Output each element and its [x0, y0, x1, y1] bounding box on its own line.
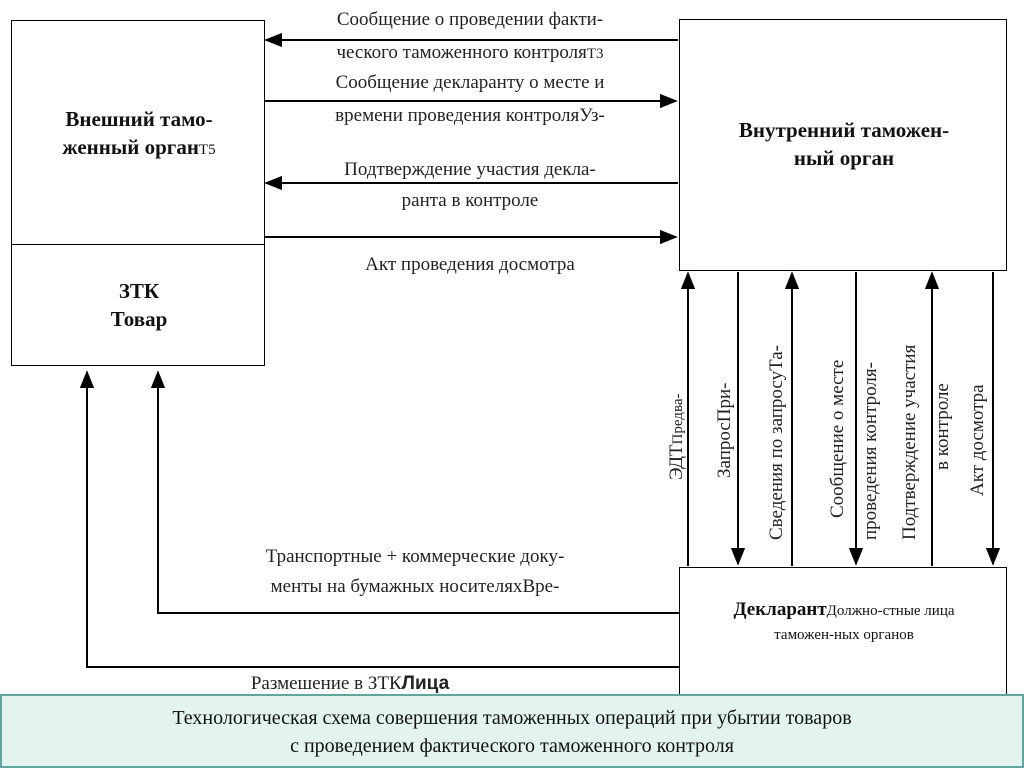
label-msg-inspection-l1: Сообщение о проведении факти-	[336, 9, 604, 30]
label-msg-inspection-2: ческого таможенного контроляТ3	[270, 41, 670, 66]
label-msg-declarant-2: времени проведения контроляУз-	[270, 104, 670, 128]
label-placement: Размешение в ЗТКЛица	[190, 672, 510, 696]
label-msg-declarant: Сообщение декларанту о месте и	[270, 71, 670, 95]
label-act: Акт проведения досмотра	[270, 253, 670, 277]
label-transport-2: менты на бумажных носителяхВре-	[190, 575, 640, 599]
vlabel-act-main: Акт досмотра	[967, 384, 988, 496]
label-placement-l1: Размешение в ЗТК	[250, 673, 402, 694]
vlabel-request-main: Запрос	[714, 422, 735, 478]
arrow-placement	[79, 370, 679, 668]
label-act-l1: Акт проведения досмотра	[365, 254, 575, 275]
label-transport-l2: менты на бумажных носителях	[270, 576, 523, 597]
vlabel-info-tail: Та-	[766, 345, 787, 371]
vlabel-info-main: Сведения по запросу	[766, 370, 787, 540]
declarant-subtitle-line2: таможен-ных органов	[774, 627, 914, 643]
diagram-caption: Технологическая схема совершения таможен…	[0, 694, 1024, 768]
label-placement-tail: Лица	[401, 673, 450, 694]
ztk-title-line1: ЗТК	[118, 279, 160, 303]
arrow-transport-docs	[150, 370, 679, 614]
external-title-line2: женный орган	[62, 135, 199, 159]
external-title-line1: Внешний тамо-	[65, 107, 213, 131]
label-confirm-l2: ранта в контроле	[401, 190, 539, 211]
label-confirm: Подтверждение участия декла-	[270, 158, 670, 182]
label-msg-declarant-l2: времени проведения контроля	[335, 105, 580, 126]
ztk-title: ЗТК Товар	[12, 277, 266, 333]
caption-line2: с проведением фактического таможенного к…	[290, 735, 734, 757]
vlabel-msg-place-2: проведения контроля-	[860, 362, 882, 540]
caption-line1: Технологическая схема совершения таможен…	[172, 707, 852, 729]
label-transport-tail: Вре-	[522, 576, 560, 597]
label-confirm-l1: Подтверждение участия декла-	[344, 159, 596, 180]
vlabel-info: Сведения по запросуТа-	[766, 345, 788, 540]
vlabel-confirm-l2: в контроле	[932, 383, 953, 470]
declarant-title: Декларант	[733, 599, 827, 620]
vlabel-request-tail: При-	[714, 382, 735, 423]
vlabel-edt-main: ЭДТ	[666, 444, 687, 480]
external-title-tail: Т5	[198, 142, 216, 158]
vlabel-msg-place-1: Сообщение о месте	[827, 360, 849, 518]
declarant-subtitle-line1: Должно-стные лица	[826, 603, 955, 619]
label-transport: Транспортные + коммерческие доку-	[190, 545, 640, 569]
vlabel-msg-place-l2: проведения контроля-	[860, 362, 881, 540]
internal-title-line2: ный орган	[793, 146, 895, 170]
ztk-title-line2: Товар	[110, 307, 168, 331]
label-msg-inspection-l2: ческого таможенного контроля	[336, 42, 587, 63]
internal-customs-box: Внутренний таможен- ный орган	[679, 19, 1007, 271]
vlabel-edt: ЭДТПредва-	[666, 394, 689, 480]
vlabel-confirm-2: в контроле	[932, 383, 954, 470]
label-msg-inspection: Сообщение о проведении факти-	[270, 8, 670, 32]
vlabel-confirm-l1: Подтверждение участия	[899, 344, 920, 540]
label-transport-l1: Транспортные + коммерческие доку-	[265, 546, 565, 567]
label-msg-declarant-l1: Сообщение декларанту о месте и	[335, 72, 605, 93]
vlabel-confirm-1: Подтверждение участия	[899, 345, 921, 540]
internal-title-line1: Внутренний таможен-	[738, 118, 950, 142]
vlabel-act: Акт досмотра	[967, 384, 989, 496]
label-msg-declarant-tail: Уз-	[579, 105, 605, 126]
ztk-box: ЗТК Товар	[11, 244, 265, 366]
internal-customs-title: Внутренний таможен- ный орган	[680, 116, 1008, 172]
vlabel-request: ЗапросПри-	[714, 383, 736, 479]
label-confirm-2: ранта в контроле	[270, 189, 670, 213]
declarant-title-block: ДекларантДолжно-стные лица таможен-ных о…	[680, 598, 1008, 647]
external-customs-title: Внешний тамо- женный органТ5	[12, 105, 266, 164]
external-customs-box: Внешний тамо- женный органТ5	[11, 20, 265, 246]
vlabel-msg-place-l1: Сообщение о месте	[827, 359, 848, 518]
vlabel-edt-tail: Предва-	[670, 393, 686, 445]
declarant-box: ДекларантДолжно-стные лица таможен-ных о…	[679, 567, 1007, 697]
label-msg-inspection-tail: Т3	[586, 46, 604, 62]
